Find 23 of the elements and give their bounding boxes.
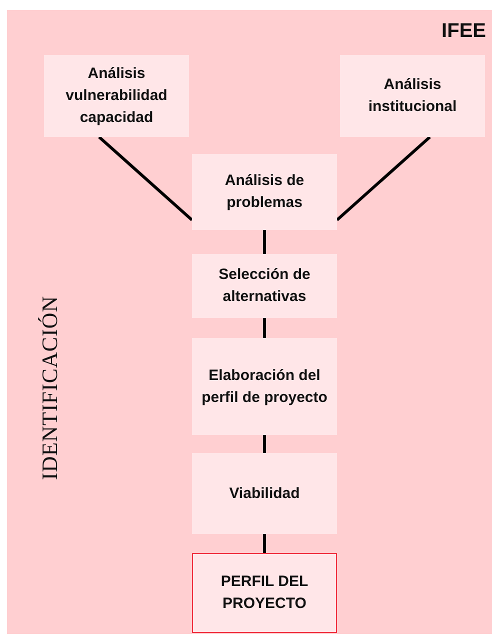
connector-line	[98, 136, 193, 222]
box-label: Viabilidad	[228, 484, 301, 504]
connector-line	[263, 318, 266, 338]
box-label: Selección de alternativas	[218, 265, 312, 307]
box-label: Análisis vulnerabilidad capacidad	[64, 64, 168, 128]
connector-line	[263, 534, 266, 553]
process-box	[340, 55, 485, 137]
box-label: Elaboración del perfil de proyecto	[200, 366, 328, 408]
connector-line	[263, 435, 266, 453]
process-box	[192, 338, 337, 435]
result-box	[192, 553, 337, 633]
process-box	[192, 254, 337, 318]
phase-panel	[7, 10, 492, 634]
phase-label: IDENTIFICACIÓN	[37, 296, 63, 480]
corner-label: IFEE	[442, 20, 486, 43]
process-box	[192, 154, 337, 230]
process-box	[192, 453, 337, 534]
box-label: PERFIL DEL PROYECTO	[220, 572, 310, 614]
process-box	[44, 55, 189, 137]
box-label: Análisis de problemas	[224, 171, 306, 213]
connector-line	[263, 230, 266, 254]
connector-line	[336, 136, 431, 222]
box-label: Análisis institucional	[367, 75, 458, 117]
